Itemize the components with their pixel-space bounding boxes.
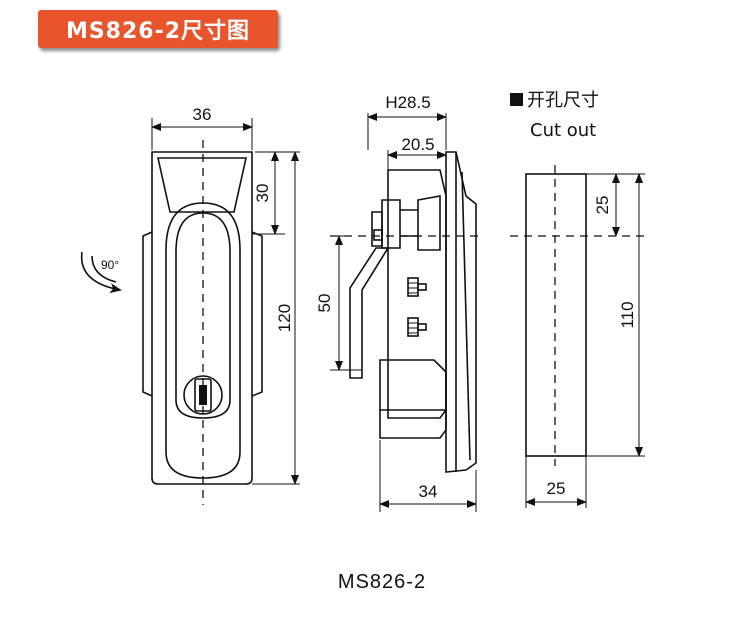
- figure-caption: MS826-2: [338, 571, 426, 593]
- side-inner-depth-dim: 20.5: [401, 135, 434, 154]
- square-bullet-icon: [510, 93, 523, 106]
- side-hinge-dim: 50: [315, 294, 334, 313]
- front-height-dim: 120: [275, 304, 294, 332]
- front-top-dim: 30: [253, 184, 272, 203]
- cutout-height-dim: 110: [618, 301, 637, 328]
- cutout-view: 开孔尺寸 Cut out 25 110 25: [510, 90, 645, 508]
- front-view: 36 30 120 90°: [80, 105, 300, 505]
- side-base-dim: 34: [419, 482, 438, 501]
- rotation-arrow-icon: [80, 251, 122, 294]
- title-badge: MS826-2尺寸图: [38, 10, 278, 48]
- cutout-top-dim: 25: [593, 196, 612, 215]
- side-depth-dim: H28.5: [385, 93, 430, 112]
- screw-icon: [407, 277, 427, 297]
- cutout-width-dim: 25: [547, 479, 566, 498]
- cutout-heading-en: Cut out: [530, 120, 596, 141]
- cutout-rectangle: [525, 173, 587, 457]
- front-width-dim: 36: [193, 105, 212, 124]
- screw-icon: [407, 317, 427, 337]
- side-view: H28.5 20.5: [315, 93, 480, 512]
- rotation-label: 90°: [101, 258, 119, 272]
- cutout-heading: 开孔尺寸: [527, 90, 599, 111]
